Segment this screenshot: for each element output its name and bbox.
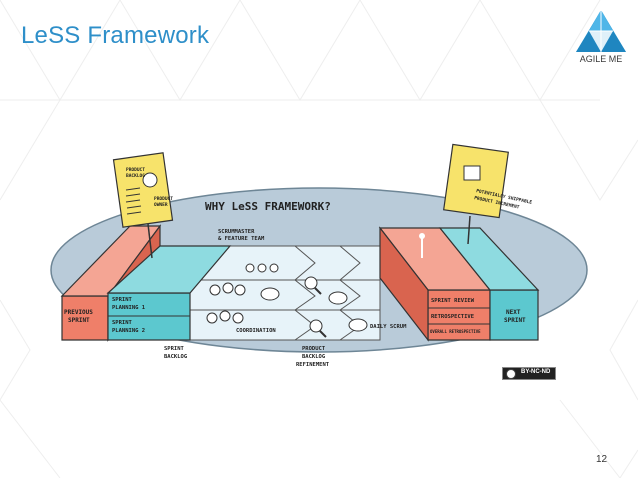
team-people-icons <box>206 263 279 324</box>
next-sprint-label-2: SPRINT <box>504 317 526 324</box>
card-stick <box>467 215 471 245</box>
product-backlog-label-2: BACKLOG <box>126 173 145 179</box>
illustration-heading: WHY LeSS FRAMEWORK? <box>205 200 331 213</box>
refinement-label-3: REFINEMENT <box>296 362 330 368</box>
license-badge: BY-NC-ND <box>502 367 556 380</box>
logo-triangle-icon <box>576 10 626 52</box>
sprint-backlog-label-1: SPRINT <box>164 346 185 352</box>
previous-sprint-label-1: PREVIOUS <box>64 309 93 316</box>
windmill-hub <box>419 233 425 239</box>
review-side <box>379 226 429 342</box>
sprint-planning-2-label-1: SPRINT <box>112 320 133 326</box>
speech-bubble-icon <box>348 318 368 332</box>
coordination-label: COORDINATION <box>236 328 276 334</box>
daily-scrum-label: DAILY SCRUM <box>370 324 407 330</box>
logo-text: AGILE ME <box>579 54 623 64</box>
gift-box-icon <box>463 165 481 181</box>
cc-icon <box>506 369 516 379</box>
agile-me-logo: AGILE ME <box>566 6 636 74</box>
refinement-label-2: BACKLOG <box>302 354 326 360</box>
magnifier-icon <box>309 319 323 333</box>
sprint-review-label: SPRINT REVIEW <box>431 298 475 304</box>
scrum-team-label-1: SCRUMMASTER <box>218 229 255 235</box>
magnifier-handle <box>314 287 322 295</box>
product-backlog-label-1: PRODUCT <box>126 167 145 173</box>
sprint-planning-1-label-2: PLANNING 1 <box>112 305 146 311</box>
product-owner-icon <box>142 172 158 188</box>
license-badge-text: BY-NC-ND <box>521 369 551 375</box>
scrum-team-label-2: & FEATURE TEAM <box>218 236 265 242</box>
next-sprint-label-1: NEXT <box>506 309 521 316</box>
sprint-planning-1-label-1: SPRINT <box>112 297 133 303</box>
sprint-planning-top <box>106 245 232 294</box>
retrospective-label: RETROSPECTIVE <box>431 314 474 320</box>
magnifier-handle <box>319 330 327 338</box>
product-owner-label-1: PRODUCT <box>154 196 173 202</box>
shippable-increment-card <box>443 143 509 219</box>
card-stick <box>147 223 153 259</box>
overall-retrospective-label: OVERALL RETROSPECTIVE <box>430 329 481 334</box>
magnifier-icon <box>304 276 318 290</box>
refinement-label-1: PRODUCT <box>302 346 326 352</box>
product-backlog-card <box>112 152 174 228</box>
page-number: 12 <box>596 454 608 465</box>
sprint-planning-2-label-2: PLANNING 2 <box>112 328 145 334</box>
slide-title: LeSS Framework <box>21 22 210 49</box>
less-framework-illustration: WHY LeSS FRAMEWORK? SCRUMMASTER & FEATUR… <box>50 143 588 368</box>
speech-bubble-icon <box>328 291 348 305</box>
speech-bubble-icon <box>260 287 280 301</box>
product-owner-label-2: OWNER <box>154 202 168 208</box>
previous-sprint-label-2: SPRINT <box>68 317 90 324</box>
next-sprint-top <box>438 227 540 291</box>
sprint-backlog-label-2: BACKLOG <box>164 354 188 360</box>
